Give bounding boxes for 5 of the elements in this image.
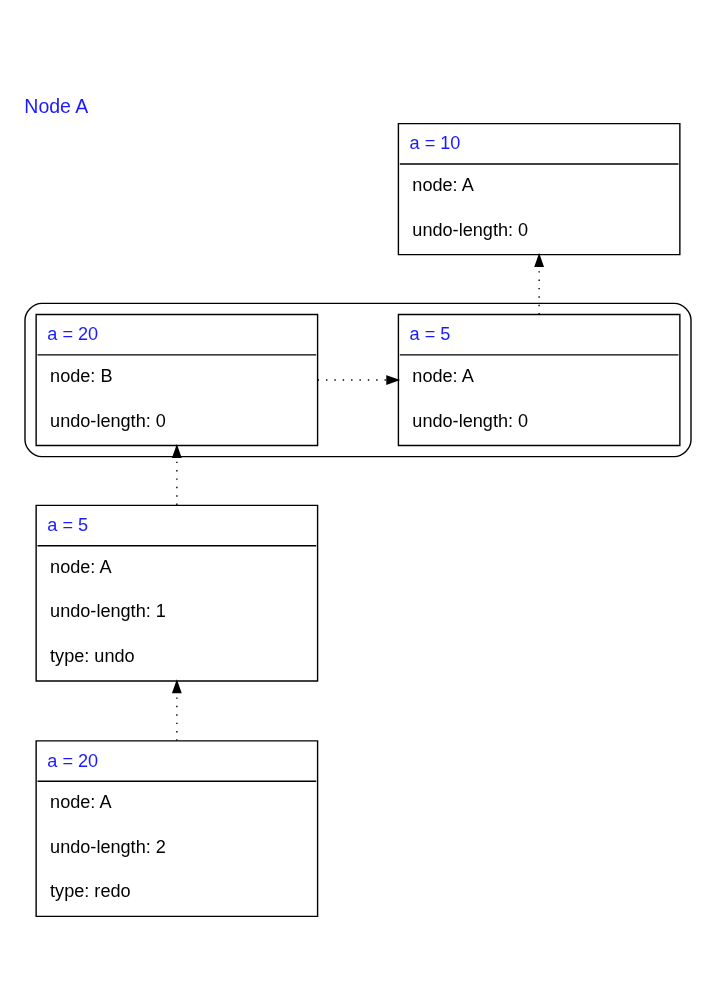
arrow [172,443,182,506]
arrow [172,678,182,741]
arrow [316,374,401,385]
diagram-title: Node A [24,94,89,117]
arrow [534,252,544,315]
